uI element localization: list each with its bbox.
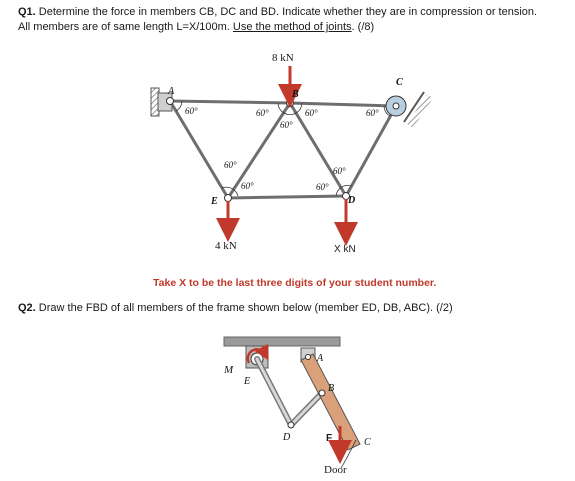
angle-label-e-right: 60° — [241, 181, 254, 191]
q1-marks: . (/8) — [351, 21, 375, 33]
angle-label-b-left: 60° — [256, 108, 269, 118]
frame-label-d: D — [283, 432, 291, 443]
angle-label-d-left: 60° — [316, 182, 329, 192]
q1-length-text: All members are of same length L=X/100m. — [18, 21, 233, 33]
door-leader-line — [340, 439, 357, 469]
ceiling-support — [223, 336, 341, 347]
member-ed-frame — [254, 356, 294, 428]
frame-label-b: B — [328, 383, 335, 394]
joint-b-frame — [318, 389, 326, 397]
angle-label-d-top: 60° — [333, 166, 346, 176]
joint-a — [166, 97, 174, 105]
frame-label-c: C — [364, 437, 371, 448]
load-left-label: 4 kN — [215, 240, 237, 252]
joint-a-frame — [305, 354, 311, 360]
q1-number: Q1. — [18, 6, 36, 18]
q2-number: Q2. — [18, 302, 36, 314]
node-label-c: C — [396, 77, 403, 88]
node-label-a: A — [168, 86, 175, 97]
angle-label-a: 60° — [185, 106, 198, 116]
node-label-b: B — [292, 89, 299, 100]
node-label-e: E — [211, 196, 218, 207]
member-eb — [226, 102, 292, 199]
angle-label-e-top: 60° — [224, 160, 237, 170]
q1-line-2: All members are of same length L=X/100m.… — [18, 21, 374, 33]
frame-label-door: Door — [324, 464, 347, 476]
joint-c — [392, 102, 400, 110]
member-ab — [169, 99, 291, 105]
student-number-note: Take X to be the last three digits of yo… — [153, 277, 437, 289]
frame-label-e: E — [244, 376, 251, 387]
member-db-frame — [288, 390, 325, 428]
frame-label-f: F — [326, 433, 333, 444]
q1-text: Determine the force in members CB, DC an… — [35, 6, 538, 18]
q1-line-1: Q1. Determine the force in members CB, D… — [18, 6, 537, 18]
q2-text: Draw the FBD of all members of the frame… — [35, 302, 453, 314]
q1-method: Use the method of joints — [232, 21, 352, 33]
node-label-d: D — [348, 195, 356, 206]
load-top-label: 8 kN — [272, 52, 294, 64]
q2-line: Q2. Draw the FBD of all members of the f… — [18, 302, 453, 314]
joint-d-frame — [287, 421, 295, 429]
angle-label-b-right: 60° — [305, 108, 318, 118]
member-ed — [227, 194, 347, 200]
inclined-surface-c — [403, 91, 425, 123]
member-ae — [168, 100, 230, 199]
angle-label-c: 60° — [366, 108, 379, 118]
frame-label-m: M — [224, 364, 234, 376]
inclined-hatch-c — [407, 94, 433, 128]
member-bc — [289, 101, 397, 108]
truss-members — [168, 99, 398, 200]
angle-label-b-mid: 60° — [280, 120, 293, 130]
member-dc — [344, 105, 398, 197]
frame-label-a: A — [317, 353, 324, 364]
load-right-label: X kN — [334, 244, 356, 255]
member-bd — [288, 102, 348, 197]
moment-arrow-m — [246, 343, 269, 364]
